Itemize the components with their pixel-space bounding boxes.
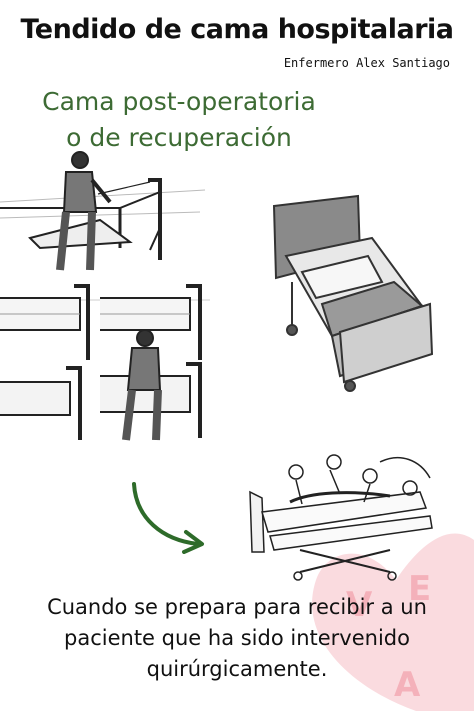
svg-text:E: E <box>408 569 431 609</box>
caption-line-3: quirúrgicamente. <box>146 657 328 681</box>
recovery-bed-illustration <box>272 194 434 392</box>
caption-line-2: paciente que ha sido intervenido <box>64 626 410 650</box>
watermark-logo: V E A <box>312 533 474 711</box>
author-credit: Enfermero Alex Santiago <box>283 56 450 70</box>
subtitle-line-1: Cama post-operatoria <box>42 87 316 116</box>
caption-line-1: Cuando se prepara para recibir a un <box>47 595 427 619</box>
step-1-panel <box>0 151 206 271</box>
caption-text: Cuando se prepara para recibir a un paci… <box>10 592 464 685</box>
svg-text:V: V <box>346 585 373 625</box>
bed-making-steps-illustration <box>0 151 210 441</box>
curved-arrow-icon <box>132 482 204 554</box>
section-subtitle: Cama post-operatoria o de recuperación <box>14 84 344 156</box>
page-title: Tendido de cama hospitalaria <box>20 14 454 45</box>
step-3-panel <box>0 329 202 441</box>
svg-text:A: A <box>394 665 421 705</box>
patient-transfer-illustration <box>249 454 433 581</box>
step-2-panel <box>0 284 210 360</box>
subtitle-line-2: o de recuperación <box>66 123 292 152</box>
